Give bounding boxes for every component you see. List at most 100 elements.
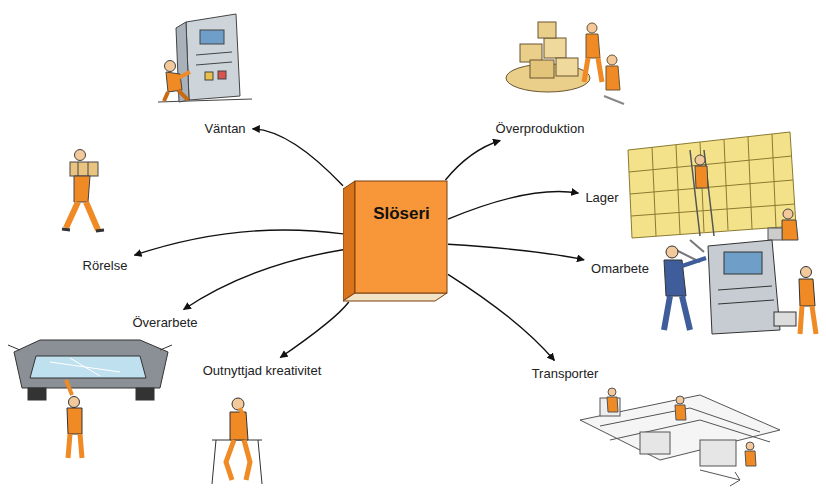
transport-illustration-part: [746, 442, 754, 450]
unused-creativity-illustration-part: [212, 440, 216, 484]
waste-label: Outnyttjad kreativitet: [200, 362, 325, 379]
waiting-illustration-part: [196, 52, 232, 55]
unused-creativity-illustration-part: [226, 440, 250, 480]
waste-label: Överarbete: [129, 314, 200, 331]
overprocessing-illustration-part: [70, 358, 100, 376]
transport-illustration-part: [580, 395, 780, 460]
inventory-illustration-part: [772, 134, 776, 228]
waste-name: Väntan: [204, 121, 245, 136]
overproduction-illustration-part: [530, 60, 554, 78]
motion-illustration-part: [70, 162, 98, 176]
waste-name: Rörelse: [83, 258, 128, 273]
waiting-illustration-part: [178, 72, 190, 78]
curved-arrow: [253, 129, 343, 186]
inventory-illustration-part: [782, 220, 798, 240]
curved-arrow: [280, 302, 349, 358]
overproduction-illustration-part: [556, 58, 578, 76]
waste-label: Rörelse: [80, 257, 131, 274]
rework-illustration-part: [666, 246, 678, 258]
overprocessing-illustration-part: [14, 340, 168, 388]
overproduction-illustration-part: [586, 34, 600, 58]
transport-illustration-part: [600, 398, 620, 416]
waiting-illustration: [158, 14, 252, 102]
overproduction-illustration-part: [604, 96, 624, 104]
overproduction-illustration-part: [544, 38, 566, 58]
overproduction-illustration-part: [606, 66, 620, 90]
overprocessing-illustration-part: [8, 345, 20, 350]
overproduction-illustration-part: [538, 22, 556, 38]
curved-arrow: [448, 274, 554, 360]
inventory-illustration-part: [695, 155, 705, 165]
unused-creativity-illustration: [212, 398, 262, 484]
rework-illustration-part: [718, 300, 774, 304]
waste-name: Lager: [585, 190, 618, 205]
motion-illustration: [62, 150, 104, 232]
transport-illustration: [580, 388, 780, 486]
transport-illustration-part: [676, 396, 684, 404]
overproduction-illustration-part: [520, 44, 542, 62]
waste-name: Överarbete: [132, 315, 197, 330]
book-pages: [343, 293, 447, 301]
overproduction-illustration-part: [584, 58, 602, 82]
rework-illustration-part: [664, 296, 690, 330]
rework-illustration-part: [799, 279, 815, 306]
waste-label: Omarbete: [588, 260, 652, 277]
waste-label: Väntan: [201, 120, 248, 137]
motion-illustration-part: [74, 176, 90, 202]
rework-illustration: [664, 240, 816, 334]
waste-name: Överproduktion: [496, 121, 585, 136]
waste-label: Överproduktion: [493, 120, 588, 137]
inventory-illustration: [628, 132, 798, 240]
overprocessing-illustration-part: [69, 397, 80, 408]
overprocessing-illustration-part: [68, 434, 82, 458]
curved-arrow: [134, 230, 343, 255]
overproduction-illustration-part: [587, 23, 597, 33]
overproduction-illustration: [506, 22, 624, 104]
transport-illustration-part: [700, 470, 740, 486]
overprocessing-illustration-part: [66, 380, 72, 395]
rework-illustration-part: [774, 312, 796, 326]
unused-creativity-illustration-part: [258, 440, 262, 484]
rework-illustration-part: [801, 267, 812, 278]
inventory-illustration-part: [628, 132, 796, 238]
overprocessing-illustration-part: [67, 408, 82, 434]
curved-arrow: [448, 192, 578, 220]
inventory-illustration-part: [629, 156, 792, 172]
inventory-illustration-part: [630, 180, 793, 194]
waste-name: Omarbete: [591, 261, 649, 276]
waiting-illustration-part: [205, 72, 213, 80]
transport-illustration-part: [745, 451, 756, 466]
transport-illustration-part: [700, 440, 736, 466]
curved-arrow: [448, 244, 584, 260]
overproduction-illustration-part: [607, 55, 617, 65]
overprocessing-illustration-part: [160, 345, 172, 350]
transport-illustration-part: [607, 397, 618, 412]
inventory-illustration-part: [724, 140, 728, 230]
book-cover: [355, 181, 447, 293]
transport-illustration-part: [610, 420, 770, 442]
waiting-illustration-part: [164, 90, 188, 101]
inventory-illustration-part: [748, 137, 752, 229]
motion-illustration-part: [75, 150, 86, 161]
waste-name: Outnyttjad kreativitet: [203, 363, 322, 378]
waste-label: Transporter: [529, 365, 602, 382]
waiting-illustration-part: [158, 99, 252, 102]
book-node: Slöseri: [343, 180, 448, 302]
waiting-illustration-part: [165, 61, 176, 72]
overprocessing-illustration-part: [136, 388, 154, 400]
rework-illustration-part: [682, 258, 706, 266]
motion-illustration-part: [88, 162, 89, 176]
rework-illustration-part: [800, 306, 816, 334]
waste-name: Transporter: [532, 366, 599, 381]
waiting-illustration-part: [196, 62, 232, 65]
motion-illustration-part: [66, 202, 98, 230]
waiting-illustration-part: [218, 71, 226, 79]
inventory-illustration-part: [695, 166, 708, 188]
rework-illustration-part: [724, 252, 762, 274]
rework-illustration-part: [708, 240, 780, 334]
unused-creativity-illustration-part: [240, 408, 244, 418]
inventory-illustration-part: [783, 209, 793, 219]
overprocessing-illustration-part: [30, 356, 146, 378]
book-title: Slöseri: [343, 180, 448, 224]
